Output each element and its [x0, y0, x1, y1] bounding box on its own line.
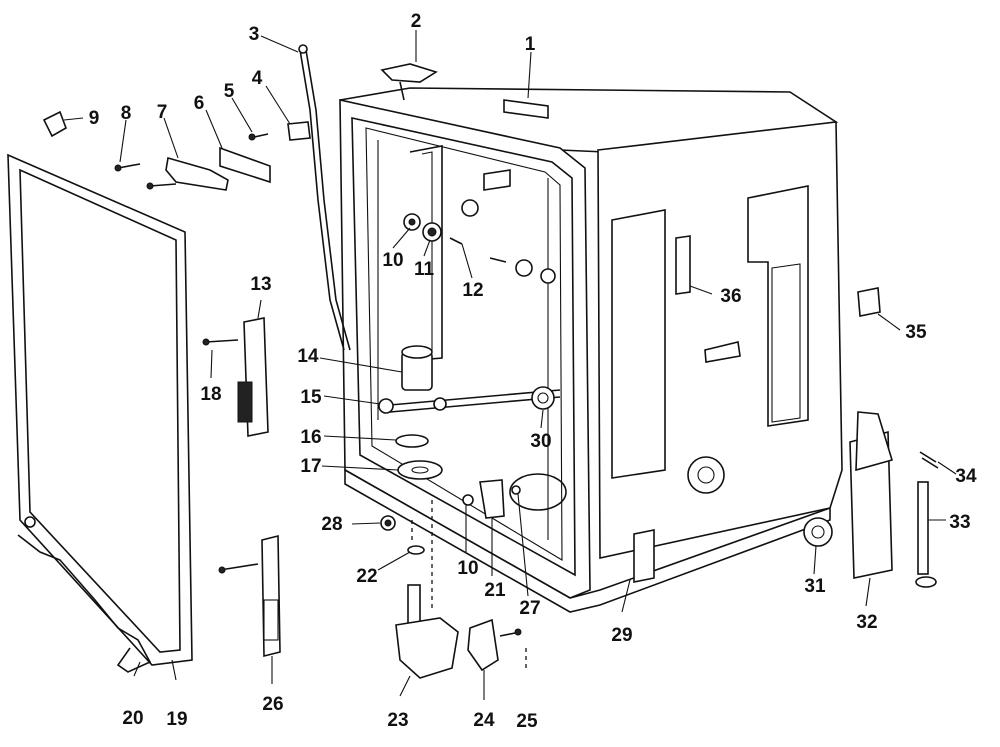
part-label-15: 15	[300, 387, 322, 408]
right-parts	[849, 287, 939, 588]
part-label-24: 24	[473, 710, 495, 731]
part-label-18: 18	[200, 384, 221, 405]
tub-assembly	[339, 87, 843, 613]
part-label-17: 17	[300, 456, 321, 477]
part-label-31: 31	[804, 576, 826, 597]
part-label-1: 1	[525, 34, 536, 55]
part-label-20: 20	[122, 708, 143, 729]
part-label-32: 32	[856, 612, 877, 633]
part-label-28: 28	[321, 514, 342, 535]
part-label-10-upper: 10	[382, 250, 403, 271]
leader-lines	[63, 30, 957, 700]
part-label-16: 16	[300, 427, 321, 448]
part-label-23: 23	[387, 710, 408, 731]
part-label-12: 12	[462, 280, 483, 301]
hinge-parts	[42, 44, 438, 351]
part-label-26: 26	[262, 694, 283, 715]
part-label-29: 29	[611, 625, 632, 646]
part-label-36: 36	[720, 286, 741, 307]
part-label-34: 34	[955, 466, 977, 487]
part-label-21: 21	[484, 580, 506, 601]
part-label-35: 35	[905, 322, 927, 343]
door-gasket	[7, 153, 193, 673]
part-label-6: 6	[194, 93, 205, 114]
part-label-7: 7	[157, 102, 168, 123]
side-parts	[202, 317, 281, 658]
bottom-parts	[380, 500, 527, 679]
part-label-14: 14	[297, 346, 319, 367]
part-label-2: 2	[411, 11, 422, 32]
part-label-5: 5	[224, 81, 235, 102]
part-label-3: 3	[249, 24, 260, 45]
part-label-9: 9	[89, 108, 100, 129]
part-label-11: 11	[414, 259, 435, 280]
part-label-13: 13	[250, 274, 271, 295]
part-label-22: 22	[356, 566, 377, 587]
part-label-4: 4	[252, 68, 263, 89]
part-label-10-lower: 10	[457, 558, 478, 579]
part-label-30: 30	[530, 431, 551, 452]
part-label-19: 19	[166, 709, 187, 730]
part-label-33: 33	[949, 512, 970, 533]
part-labels: 1 2 3 4 5 6 7 8 9 10 11 12 13 14 15 16 1…	[89, 11, 977, 732]
part-label-27: 27	[519, 598, 540, 619]
part-label-8: 8	[121, 103, 132, 124]
part-label-25: 25	[516, 711, 538, 732]
